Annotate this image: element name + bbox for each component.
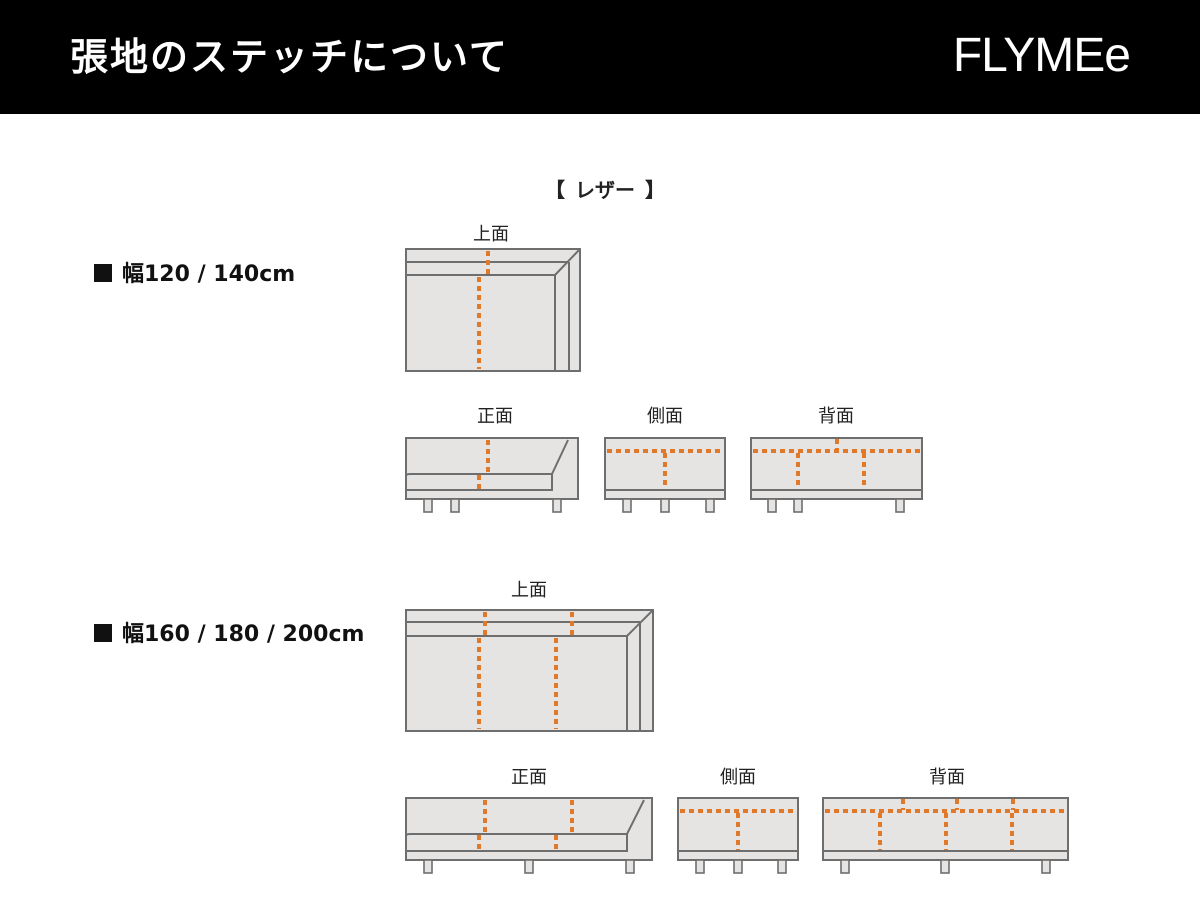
view-label-back-large: 背面 [929, 767, 965, 788]
size-label-small: 幅120 / 140cm [94, 256, 295, 288]
size-label-large: 幅160 / 180 / 200cm [94, 616, 364, 648]
material-section-title: 【レザー】 [0, 174, 1200, 203]
view-label-side-small: 側面 [647, 406, 683, 427]
sofa-front-view-small [405, 437, 579, 513]
view-label-front-large: 正面 [511, 767, 547, 788]
view-label-back-small: 背面 [818, 406, 854, 427]
sofa-top-view-large [405, 609, 654, 732]
header-bar: 張地のステッチについて FLYMEe [0, 0, 1200, 114]
view-label-front-small: 正面 [477, 406, 513, 427]
sofa-side-view-large [677, 797, 799, 874]
view-label-top-small: 上面 [473, 224, 509, 245]
sofa-top-view-small [405, 248, 581, 372]
page-title: 張地のステッチについて [70, 35, 509, 79]
square-bullet-icon [94, 264, 112, 282]
view-label-top-large: 上面 [511, 580, 547, 601]
view-label-side-large: 側面 [720, 767, 756, 788]
sofa-front-view-large [405, 797, 653, 874]
sofa-side-view-small [604, 437, 726, 513]
bracket-close: 】 [645, 178, 665, 202]
bracket-open: 【 [545, 178, 565, 202]
sofa-back-view-small [750, 437, 923, 513]
material-label: レザー [575, 178, 635, 202]
brand-logo: FLYMEe [952, 29, 1131, 82]
square-bullet-icon [94, 624, 112, 642]
sofa-back-view-large [822, 797, 1069, 874]
